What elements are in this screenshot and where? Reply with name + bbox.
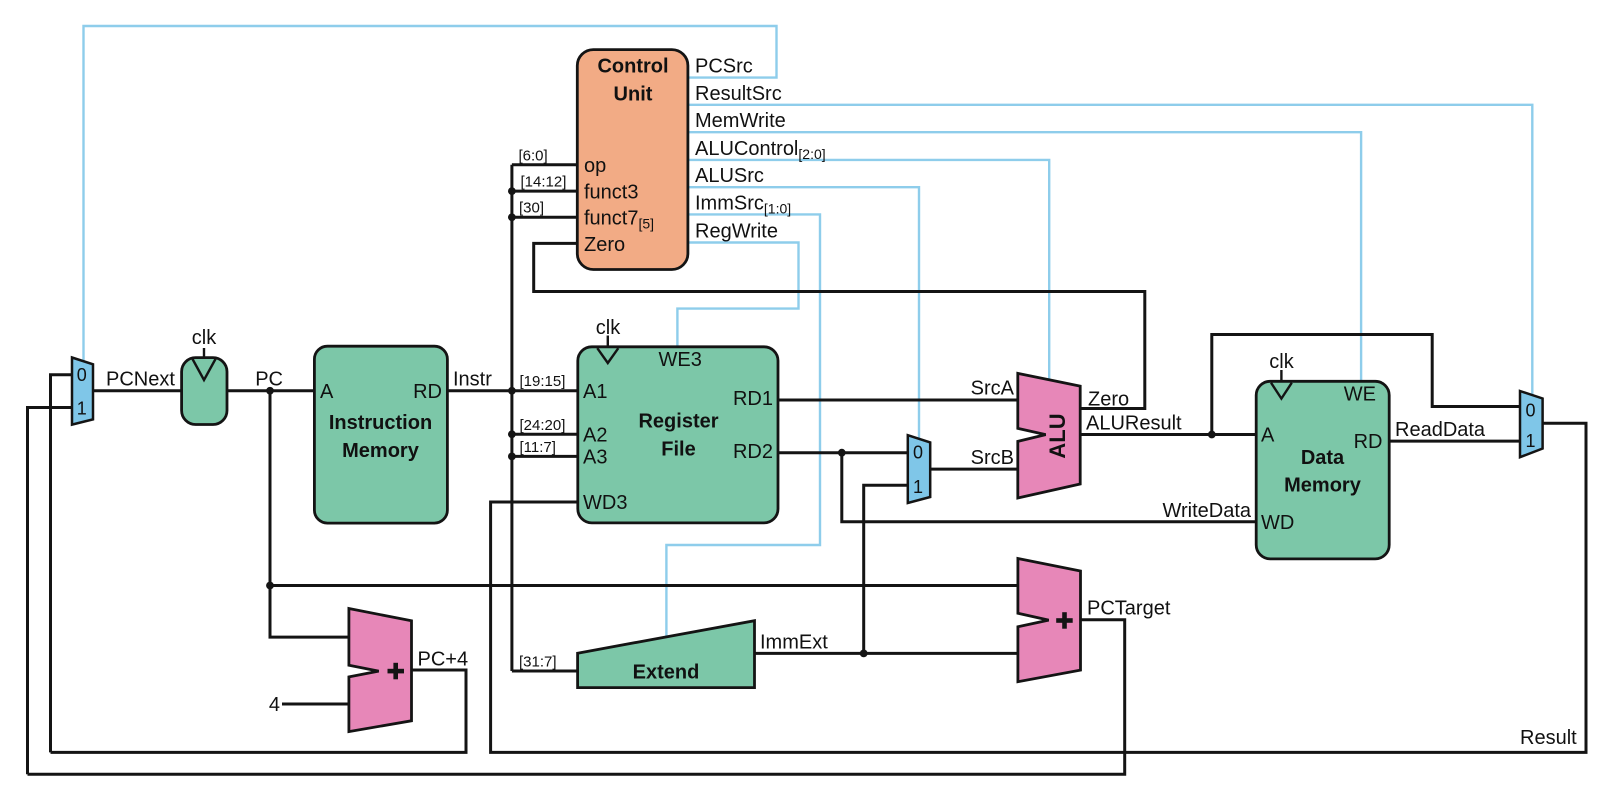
- svg-text:funct3: funct3: [584, 182, 638, 204]
- svg-text:clk: clk: [1269, 351, 1294, 373]
- svg-text:1: 1: [77, 399, 87, 419]
- svg-text:PCTarget: PCTarget: [1087, 598, 1171, 620]
- svg-text:File: File: [661, 439, 695, 461]
- svg-text:Memory: Memory: [1284, 474, 1362, 496]
- svg-text:ResultSrc: ResultSrc: [695, 83, 782, 105]
- svg-text:ReadData: ReadData: [1395, 419, 1486, 441]
- svg-text:op: op: [584, 155, 606, 177]
- svg-text:RegWrite: RegWrite: [695, 221, 778, 243]
- svg-text:Zero: Zero: [1088, 389, 1129, 411]
- svg-text:PCNext: PCNext: [106, 369, 175, 391]
- svg-text:[31:7]: [31:7]: [519, 654, 557, 671]
- svg-text:ALU: ALU: [1045, 413, 1070, 458]
- svg-text:PCSrc: PCSrc: [695, 56, 753, 78]
- svg-text:Unit: Unit: [614, 84, 653, 106]
- svg-text:Zero: Zero: [584, 234, 625, 256]
- svg-text:WD3: WD3: [583, 492, 627, 514]
- svg-text:Instr: Instr: [453, 369, 492, 391]
- svg-text:A1: A1: [583, 381, 607, 403]
- svg-text:ImmExt: ImmExt: [760, 632, 828, 654]
- svg-text:1: 1: [1525, 431, 1535, 451]
- svg-text:Control: Control: [597, 56, 668, 78]
- svg-text:ImmSrc[1:0]: ImmSrc[1:0]: [695, 192, 791, 216]
- svg-text:A: A: [320, 381, 334, 403]
- svg-text:WD: WD: [1261, 512, 1294, 534]
- svg-text:Data: Data: [1301, 447, 1345, 469]
- svg-text:WE3: WE3: [659, 349, 702, 371]
- svg-text:PC+4: PC+4: [418, 649, 469, 671]
- svg-text:A3: A3: [583, 447, 607, 469]
- svg-text:0: 0: [77, 365, 87, 385]
- svg-text:clk: clk: [596, 317, 621, 339]
- svg-text:0: 0: [913, 443, 923, 463]
- svg-text:[19:15]: [19:15]: [520, 373, 566, 390]
- svg-text:[30]: [30]: [519, 200, 544, 217]
- svg-text:[24:20]: [24:20]: [520, 417, 566, 434]
- svg-text:[11:7]: [11:7]: [520, 439, 556, 456]
- svg-text:A: A: [1261, 425, 1275, 447]
- svg-text:1: 1: [913, 477, 923, 497]
- svg-text:Extend: Extend: [633, 662, 700, 684]
- svg-text:ALUResult: ALUResult: [1086, 413, 1182, 435]
- svg-text:WriteData: WriteData: [1162, 500, 1251, 522]
- svg-text:SrcB: SrcB: [971, 447, 1014, 469]
- svg-text:RD1: RD1: [733, 388, 773, 410]
- svg-text:MemWrite: MemWrite: [695, 110, 786, 132]
- svg-text:RD: RD: [1354, 431, 1383, 453]
- svg-text:RD: RD: [413, 381, 442, 403]
- svg-text:ALUSrc: ALUSrc: [695, 165, 764, 187]
- svg-text:0: 0: [1525, 401, 1535, 421]
- svg-text:SrcA: SrcA: [971, 378, 1015, 400]
- svg-text:clk: clk: [192, 327, 217, 349]
- svg-text:4: 4: [269, 694, 280, 716]
- svg-text:Result: Result: [1520, 727, 1577, 749]
- svg-text:WE: WE: [1344, 384, 1376, 406]
- svg-text:Memory: Memory: [342, 440, 420, 462]
- svg-text:Register: Register: [638, 411, 718, 433]
- svg-text:Instruction: Instruction: [329, 412, 432, 434]
- svg-text:RD2: RD2: [733, 441, 773, 463]
- svg-text:[14:12]: [14:12]: [521, 174, 567, 191]
- svg-text:PC: PC: [255, 369, 283, 391]
- svg-text:[6:0]: [6:0]: [519, 148, 548, 165]
- svg-text:A2: A2: [583, 425, 607, 447]
